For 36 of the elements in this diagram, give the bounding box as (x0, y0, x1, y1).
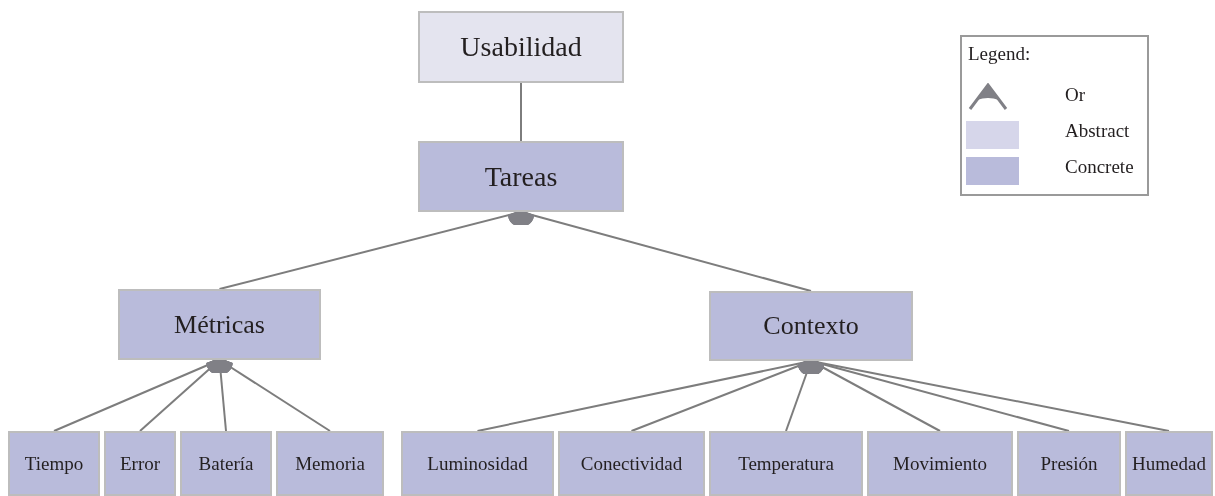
feature-name: Contexto (763, 311, 859, 341)
feature-name: Conectividad (580, 452, 683, 475)
concrete-feature-box (867, 431, 1013, 496)
legend-label: Abstract (1065, 120, 1130, 142)
legend-title: Legend: (968, 43, 1031, 65)
feature-name: Batería (198, 452, 254, 475)
legend-label: Or (1065, 84, 1086, 106)
feature-name: Luminosidad (427, 452, 528, 475)
feature-name: Memoria (295, 452, 365, 475)
concrete-feature-box (118, 289, 321, 360)
concrete-feature-box (709, 291, 913, 361)
concrete-feature-box (418, 141, 624, 212)
connector-line (520, 82, 522, 142)
feature-name: Métricas (174, 309, 265, 340)
feature-name: Humedad (1132, 452, 1206, 475)
feature-name: Usabilidad (460, 31, 582, 63)
connector-line (508, 210, 812, 292)
feature-name: Presión (1040, 452, 1098, 475)
concrete-feature-box (8, 431, 100, 496)
feature-name: Movimiento (893, 452, 987, 475)
legend-label: Concrete (1065, 156, 1134, 178)
feature-name: Tiempo (24, 452, 84, 475)
concrete-feature-box (558, 431, 705, 496)
abstract-feature-box (418, 11, 624, 83)
connector-line (798, 359, 1170, 432)
concrete-feature-box (276, 431, 384, 496)
feature-name: Error (119, 452, 161, 475)
concrete-feature-box (180, 431, 272, 496)
concrete-feature-box (104, 431, 176, 496)
feature-name: Tareas (484, 160, 558, 193)
connector-line (206, 358, 331, 432)
concrete-feature-box (401, 431, 554, 496)
concrete-feature-box (709, 431, 863, 496)
concrete-feature-box (1125, 431, 1213, 496)
concrete-feature-box (1017, 431, 1121, 496)
feature-name: Temperatura (738, 452, 834, 475)
